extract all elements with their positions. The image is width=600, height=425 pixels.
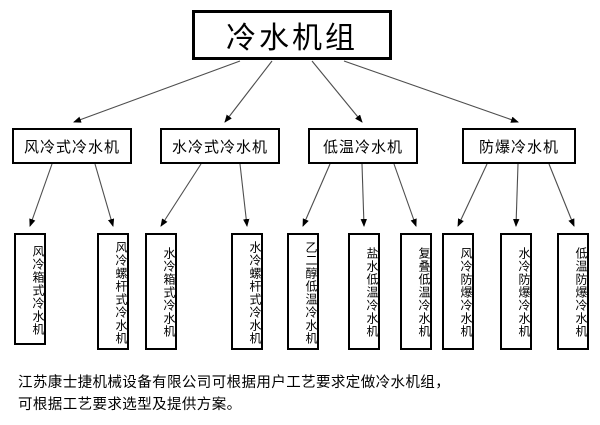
edges-level2-to-leaves [29, 163, 575, 227]
leaf-label: 低温防爆冷水机 [574, 247, 588, 338]
edges-root-to-level2 [73, 60, 519, 123]
leaf-water-cooled-box-chiller[interactable]: 水冷箱式冷水机 [145, 233, 177, 350]
node-label: 水冷式冷水机 [171, 137, 268, 156]
edge-explosion-to-air [457, 163, 488, 227]
leaf-label: 复叠低温冷水机 [417, 247, 431, 338]
leaf-label: 水冷防爆冷水机 [517, 247, 531, 338]
edge-explosion-to-water [513, 163, 520, 227]
leaf-label: 水冷箱式冷水机 [162, 247, 176, 338]
edge-lowtemp-to-glycol [302, 163, 331, 227]
node-low-temperature-chiller[interactable]: 低温冷水机 [308, 128, 418, 164]
node-air-cooled-chiller[interactable]: 风冷式冷水机 [12, 128, 132, 164]
node-label: 防爆冷水机 [478, 137, 559, 156]
leaf-water-cooled-screw-chiller[interactable]: 水冷螺杆式冷水机 [231, 233, 263, 350]
edge-lowtemp-to-cascade [393, 163, 417, 227]
edge-air-to-screw [94, 163, 115, 227]
root-node-chiller-unit[interactable]: 冷水机组 [192, 10, 392, 60]
node-label: 低温冷水机 [322, 137, 403, 156]
leaf-label: 水冷螺杆式冷水机 [248, 240, 262, 345]
caption-line-1: 江苏康士捷机械设备有限公司可根据用户工艺要求定做冷水机组， [18, 375, 451, 391]
leaf-cascade-low-temp-chiller[interactable]: 复叠低温冷水机 [400, 233, 432, 350]
leaf-label: 风冷防爆冷水机 [459, 247, 473, 338]
edge-air-to-box [29, 163, 53, 227]
edge-root-to-air-cooled [73, 60, 241, 123]
leaf-air-cooled-box-chiller[interactable]: 风冷箱式冷水机 [14, 233, 46, 345]
edge-water-to-box [160, 163, 202, 227]
leaf-air-cooled-screw-chiller[interactable]: 风冷螺杆式冷水机 [97, 233, 129, 350]
leaf-water-cooled-explosion-proof-chiller[interactable]: 水冷防爆冷水机 [500, 233, 532, 350]
edge-lowtemp-to-brine [360, 163, 367, 227]
leaf-glycol-low-temp-chiller[interactable]: 乙二醇低温冷水机 [287, 233, 319, 350]
leaf-brine-low-temp-chiller[interactable]: 盐水低温冷水机 [348, 233, 380, 350]
edge-root-to-low-temperature [311, 60, 363, 123]
footer-caption: 江苏康士捷机械设备有限公司可根据用户工艺要求定做冷水机组， 可根据工艺要求选型及… [18, 372, 588, 417]
node-water-cooled-chiller[interactable]: 水冷式冷水机 [160, 128, 280, 164]
leaf-label: 乙二醇低温冷水机 [304, 240, 318, 345]
leaf-label: 风冷箱式冷水机 [31, 244, 45, 336]
leaf-label: 风冷螺杆式冷水机 [114, 240, 128, 345]
caption-line-2: 可根据工艺要求选型及提供方案。 [18, 397, 242, 414]
leaf-low-temp-explosion-proof-chiller[interactable]: 低温防爆冷水机 [557, 233, 589, 350]
node-explosion-proof-chiller[interactable]: 防爆冷水机 [462, 128, 576, 164]
root-node-label: 冷水机组 [226, 21, 358, 56]
edge-root-to-explosion-proof [343, 60, 519, 123]
leaf-label: 盐水低温冷水机 [365, 247, 379, 338]
node-label: 风冷式冷水机 [23, 137, 120, 156]
leaf-air-cooled-explosion-proof-chiller[interactable]: 风冷防爆冷水机 [442, 233, 474, 350]
edge-root-to-water-cooled [224, 60, 273, 123]
edge-water-to-screw [239, 163, 250, 227]
edge-explosion-to-lowtemp [548, 163, 575, 227]
